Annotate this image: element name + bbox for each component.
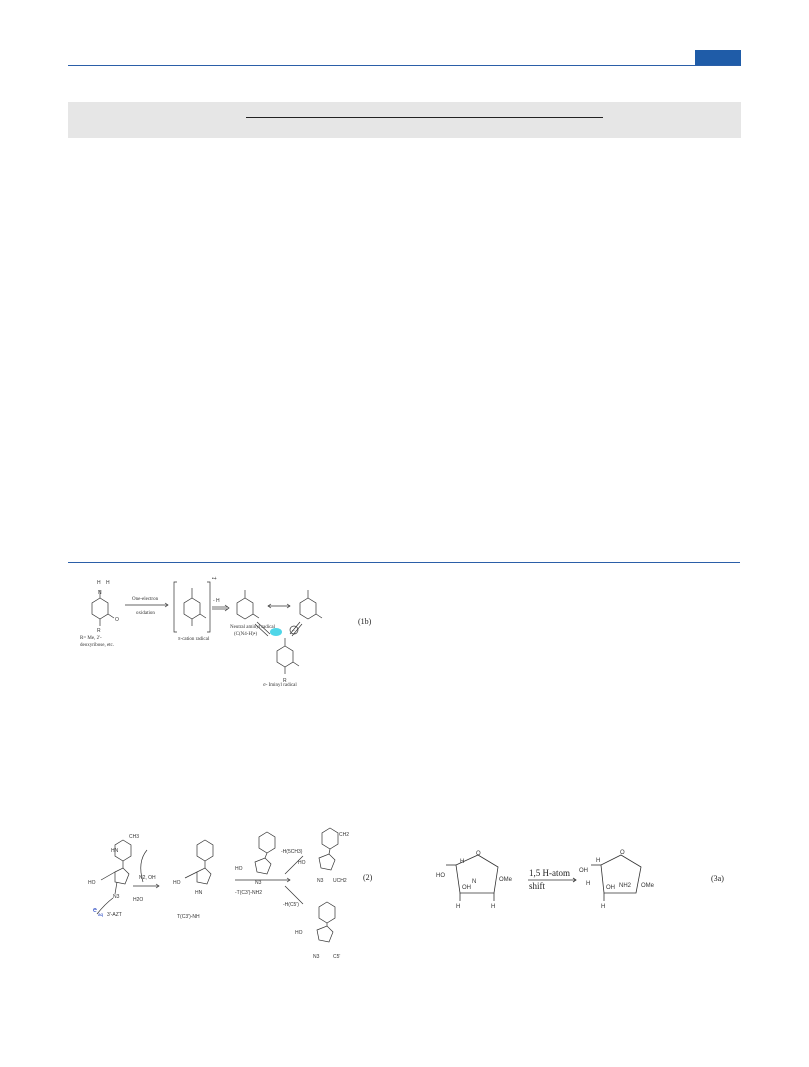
eq-number-1b: (1b) [358,617,372,626]
minus-circle: − [292,628,295,634]
h2o-label: H2O [133,897,143,903]
azt-ho: HO [88,880,96,886]
electron-aq: aq [98,912,104,917]
top-right-n3: N3 [317,878,324,884]
right-nh2: NH2 [619,883,632,889]
bottom-ho: HO [295,930,303,936]
tnh-hn: HN [195,890,203,896]
title-band [68,102,741,138]
arrow-label-top: 1,5 H-atom [529,868,570,878]
atom-h: H [106,580,110,586]
scheme-3a-figure: HO H O N OH OMe H H OH H O NH2 OH OMe H … [436,850,724,910]
r-note-line-2: deoxyribose, etc. [80,643,114,648]
left-ho: HO [436,873,445,879]
atom-r: R [97,628,101,634]
left-ome: OMe [499,877,513,883]
neutral-label-1: Neutral aminyl radical [230,625,276,630]
eq-number-3a: (3a) [711,874,724,883]
minus-h-label: - H [213,598,220,604]
top-right-ch2: CH2 [339,832,349,838]
azt-label: 3'-AZT [107,912,122,918]
top-mid-ho: HO [235,866,243,872]
bottom-n3: N3 [313,954,320,960]
lone-pair-orbital [270,628,282,636]
right-h: H [596,858,600,864]
c5-label: C5' [333,954,340,960]
azt-hn: HN [111,848,119,854]
atom-n4: N [98,590,102,596]
arrow-label-bottom: oxidation [136,611,155,616]
left-oh: OH [462,885,471,891]
right-oh-top: OH [579,868,588,874]
azt-n3: N3 [113,894,120,900]
sigma-iminyl-label: σ- Iminyl radical [263,683,297,688]
pi-cation-label: π-cation radical [178,637,210,642]
scheme-2-figure: HO HN CH3 N3 e aq 3'-AZT N2, OH H2O HO H… [88,827,373,960]
minus-h-5ch2-label: -H(5CH3) [281,849,303,855]
left-h-bottom-2: H [491,904,495,910]
electron-symbol: e [93,907,97,914]
arrow-label-top: One-electron [132,597,159,602]
atom-o: O [115,617,119,623]
n2-oh-label: N2, OH [139,875,156,881]
minus-t-nh2-label: -T(C3')-NH2 [235,890,262,896]
right-oh: OH [606,885,615,891]
uch2-label: UCH2 [333,878,347,884]
right-o: O [620,850,625,856]
minus-h-c5-label: -H(C5') [283,902,299,908]
header-blue-tab [695,50,741,66]
left-h-bottom: H [456,904,460,910]
tnh-ho: HO [173,880,181,886]
left-n: N [472,879,476,885]
r-note-line-1: R= Me, 2'- [80,636,102,641]
arrow-label-bottom: shift [529,881,546,891]
atom-r: R [283,678,287,684]
azt-ch3: CH3 [129,834,139,840]
title-band-underline [246,117,603,118]
scheme-1b-figure: H H N R O R= Me, 2'- deoxyribose, etc. O… [80,576,372,688]
section-rule [68,562,740,563]
left-o: O [476,851,481,857]
cation-charge: •+ [212,576,217,582]
eq-number-2: (2) [363,873,373,882]
tnh-label: T(C3')-NH [177,914,200,920]
header-rule [68,65,740,66]
top-mid-n3: N3 [255,880,262,886]
atom-h: H [97,580,101,586]
top-right-ho: HO [298,860,306,866]
neutral-label-2: (C(N4-H)•) [234,632,257,637]
left-h: H [460,859,464,865]
right-h-bottom: H [601,904,605,910]
right-ome: OMe [641,883,655,889]
right-h-left: H [586,881,590,887]
